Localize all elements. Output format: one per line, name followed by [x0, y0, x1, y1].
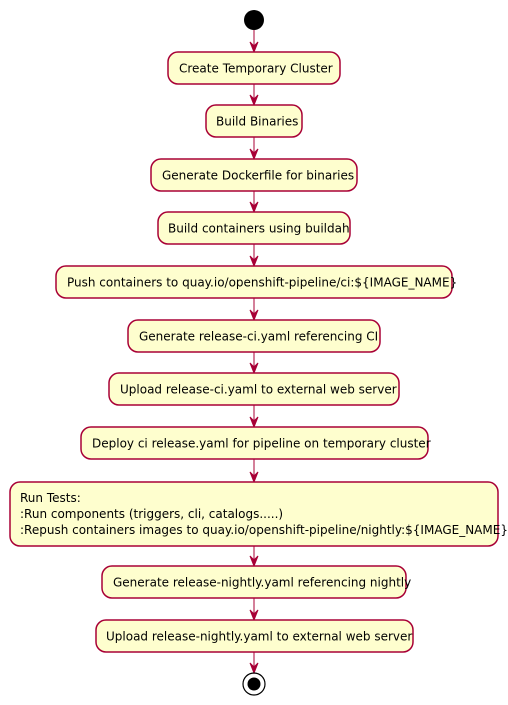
arrow-6-to-7 — [249, 352, 259, 375]
activity-run-tests: Run Tests: :Run components (triggers, cl… — [9, 481, 508, 547]
arrow-1-to-2 — [249, 84, 259, 107]
activity-label: Generate release-nightly.yaml referencin… — [113, 576, 411, 590]
arrow-4-to-5 — [249, 244, 259, 268]
activity-label: Deploy ci release.yaml for pipeline on t… — [92, 437, 431, 451]
activity-build-containers: Build containers using buildah — [157, 211, 351, 245]
activity-label: Upload release-ci.yaml to external web s… — [120, 383, 397, 397]
activity-upload-release-nightly: Upload release-nightly.yaml to external … — [95, 619, 414, 653]
activity-generate-release-ci: Generate release-ci.yaml referencing CI — [127, 319, 381, 353]
activity-label: Generate Dockerfile for binaries — [162, 169, 354, 183]
arrow-2-to-3 — [249, 137, 259, 161]
end-node — [242, 672, 266, 696]
activity-label: Push containers to quay.io/openshift-pip… — [67, 276, 457, 290]
activity-deploy-ci-release: Deploy ci release.yaml for pipeline on t… — [80, 426, 431, 460]
activity-label: Build Binaries — [216, 115, 298, 129]
activity-label: Create Temporary Cluster — [179, 62, 333, 76]
start-node — [244, 10, 264, 30]
arrow-9-to-10 — [249, 546, 259, 568]
activity-label: Upload release-nightly.yaml to external … — [106, 630, 412, 644]
activity-label: :Run components (triggers, cli, catalogs… — [20, 507, 283, 521]
activity-label: Build containers using buildah — [168, 222, 350, 236]
activity-label: Generate release-ci.yaml referencing CI — [139, 330, 378, 344]
activity-label: Run Tests: — [20, 491, 81, 505]
arrow-5-to-6 — [249, 298, 259, 322]
activity-generate-dockerfile: Generate Dockerfile for binaries — [150, 158, 358, 192]
activity-label: :Repush containers images to quay.io/ope… — [20, 523, 508, 537]
activity-push-containers: Push containers to quay.io/openshift-pip… — [55, 265, 457, 299]
activity-upload-release-ci: Upload release-ci.yaml to external web s… — [108, 372, 400, 406]
activity-create-temporary-cluster: Create Temporary Cluster — [167, 51, 341, 85]
flow-arrows — [249, 30, 259, 675]
arrow-start-to-1 — [249, 30, 259, 54]
arrow-11-to-end — [249, 652, 259, 675]
activity-generate-release-nightly: Generate release-nightly.yaml referencin… — [101, 565, 411, 599]
arrow-8-to-9 — [249, 459, 259, 484]
arrow-10-to-11 — [249, 598, 259, 622]
activity-build-binaries: Build Binaries — [205, 104, 303, 138]
arrow-3-to-4 — [249, 191, 259, 214]
arrow-7-to-8 — [249, 405, 259, 429]
